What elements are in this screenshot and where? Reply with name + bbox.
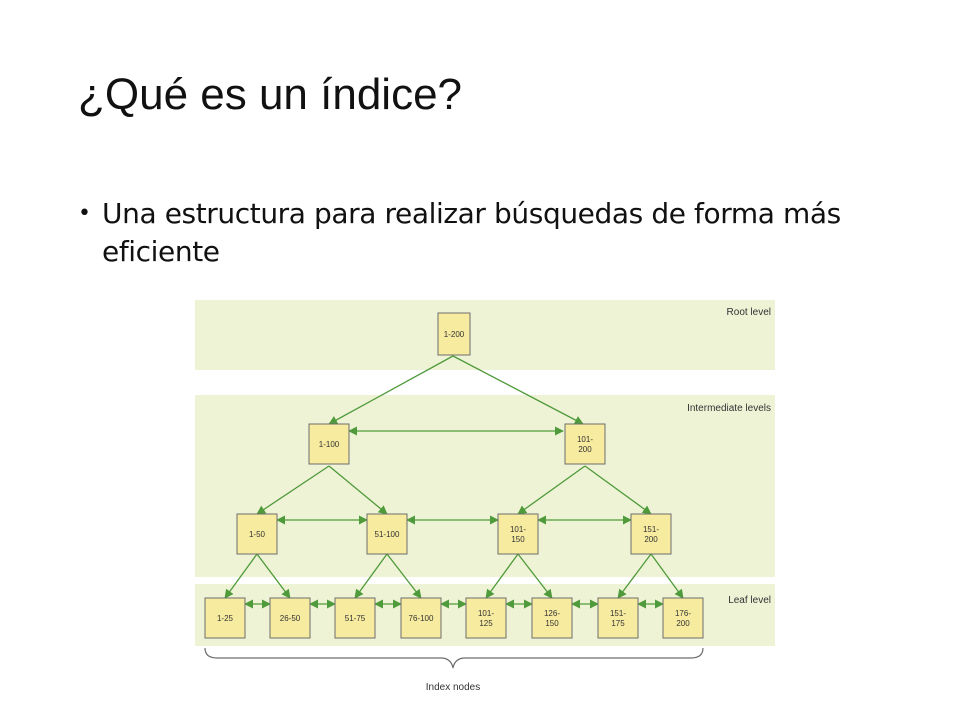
bullet-item: • Una estructura para realizar búsquedas… bbox=[78, 195, 858, 271]
bullet-dot: • bbox=[78, 201, 91, 226]
node-26-50 bbox=[269, 597, 311, 639]
node-176-200 bbox=[662, 597, 704, 639]
node-label-76-100: 76-100 bbox=[409, 614, 434, 623]
intermediate-level-band bbox=[195, 395, 775, 577]
edge-51-100-51-75 bbox=[354, 553, 388, 599]
node-label-1-100: 1-100 bbox=[319, 440, 340, 449]
slide-title: ¿Qué es un índice? bbox=[78, 70, 463, 119]
node-label-176-200-b: 200 bbox=[676, 619, 690, 628]
edge-root-101-200 bbox=[452, 355, 584, 425]
edge-root-1-100 bbox=[328, 355, 454, 425]
index-nodes-label: Index nodes bbox=[426, 682, 481, 693]
node-label-101-150-a: 101- bbox=[510, 525, 526, 534]
node-root bbox=[437, 312, 471, 356]
node-label-101-200-a: 101- bbox=[577, 435, 593, 444]
node-label-151-200-b: 200 bbox=[644, 535, 658, 544]
edge-1-100-51-100 bbox=[328, 465, 388, 515]
edge-1-50-1-25 bbox=[224, 553, 258, 599]
node-76-100 bbox=[400, 597, 442, 639]
node-label-126-150-b: 150 bbox=[545, 619, 559, 628]
edge-1-50-26-50 bbox=[256, 553, 291, 599]
edge-101-200-151-200 bbox=[584, 465, 652, 515]
node-label-26-50: 26-50 bbox=[280, 614, 301, 623]
edge-151-200-176-200 bbox=[650, 553, 684, 599]
node-label-151-175-b: 175 bbox=[611, 619, 625, 628]
root-level-label: Root level bbox=[727, 307, 771, 318]
node-1-100 bbox=[308, 423, 350, 465]
node-101-125 bbox=[465, 597, 507, 639]
sibling-links bbox=[244, 426, 664, 609]
node-151-200 bbox=[630, 513, 672, 555]
node-label-51-75: 51-75 bbox=[345, 614, 366, 623]
node-151-175 bbox=[597, 597, 639, 639]
node-label-101-200-b: 200 bbox=[578, 445, 592, 454]
node-label-151-175-a: 151- bbox=[610, 609, 626, 618]
node-label-101-125-a: 101- bbox=[478, 609, 494, 618]
node-101-150 bbox=[497, 513, 539, 555]
bullet-text: Una estructura para realizar búsquedas d… bbox=[102, 197, 841, 268]
edge-51-100-76-100 bbox=[386, 553, 422, 599]
node-label-101-125-b: 125 bbox=[479, 619, 493, 628]
edge-1-100-1-50 bbox=[256, 465, 330, 515]
intermediate-level-label: Intermediate levels bbox=[687, 403, 771, 414]
node-label-1-50: 1-50 bbox=[249, 530, 266, 539]
node-label-1-25: 1-25 bbox=[217, 614, 234, 623]
edge-101-150-101-125 bbox=[485, 553, 519, 599]
btree-diagram: Root level Intermediate levels Leaf leve… bbox=[195, 300, 775, 693]
node-51-75 bbox=[334, 597, 376, 639]
node-101-200 bbox=[564, 423, 606, 465]
node-labels: 1-200 1-100 101- 200 1-50 51-100 101- 15… bbox=[217, 330, 691, 628]
node-label-176-200-a: 176- bbox=[675, 609, 691, 618]
node-label-126-150-a: 126- bbox=[544, 609, 560, 618]
node-51-100 bbox=[366, 513, 408, 555]
edge-151-200-151-175 bbox=[617, 553, 652, 599]
root-level-band bbox=[195, 300, 775, 370]
edge-101-200-101-150 bbox=[517, 465, 586, 515]
node-126-150 bbox=[531, 597, 573, 639]
node-label-151-200-a: 151- bbox=[643, 525, 659, 534]
tree-edges bbox=[224, 355, 684, 599]
node-1-25 bbox=[204, 597, 246, 639]
node-label-root: 1-200 bbox=[444, 330, 465, 339]
node-label-51-100: 51-100 bbox=[375, 530, 400, 539]
edge-101-150-126-150 bbox=[517, 553, 553, 599]
node-label-101-150-b: 150 bbox=[511, 535, 525, 544]
node-1-50 bbox=[236, 513, 278, 555]
leaf-level-label: Leaf level bbox=[728, 595, 771, 606]
index-nodes-brace bbox=[204, 647, 704, 669]
bullet-list: • Una estructura para realizar búsquedas… bbox=[78, 195, 858, 271]
tree-nodes bbox=[204, 312, 704, 639]
